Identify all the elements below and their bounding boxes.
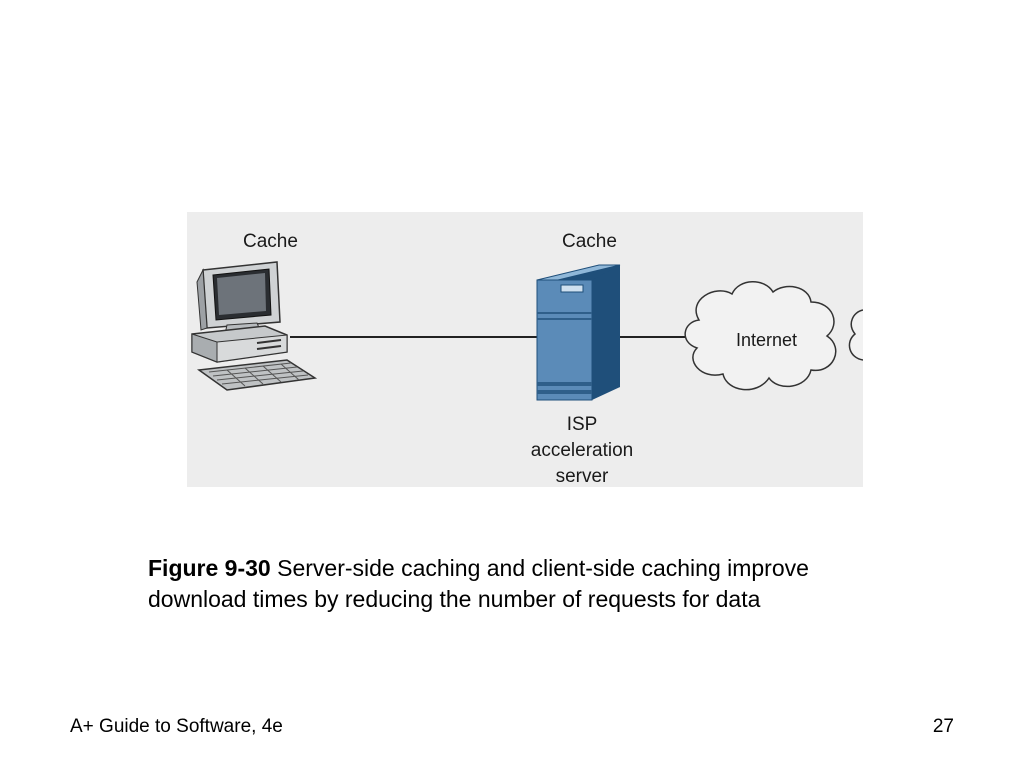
page-number: 27	[932, 716, 954, 737]
diagram-drawing	[191, 261, 863, 401]
isp-label-line: acceleration	[530, 440, 634, 461]
isp-label-line: ISP	[566, 414, 598, 435]
footer-title: A+ Guide to Software, 4e	[70, 716, 283, 737]
client-computer-icon	[191, 261, 318, 391]
caching-diagram: Cache Cache Internet ISP acceleration se…	[187, 212, 863, 487]
internet-label: Internet	[736, 330, 798, 350]
figure-caption: Figure 9-30 Server-side caching and clie…	[148, 553, 908, 615]
isp-label-line: server	[555, 466, 609, 487]
figure-number: Figure 9-30	[148, 555, 271, 581]
isp-server-label: ISP acceleration server	[507, 412, 657, 487]
server-cache-label: Cache	[562, 231, 617, 252]
client-cache-label: Cache	[243, 231, 298, 252]
caption-text: Server-side caching and client-side cach…	[148, 555, 809, 612]
cloud-icon	[684, 281, 863, 391]
server-tower-icon	[536, 264, 621, 401]
